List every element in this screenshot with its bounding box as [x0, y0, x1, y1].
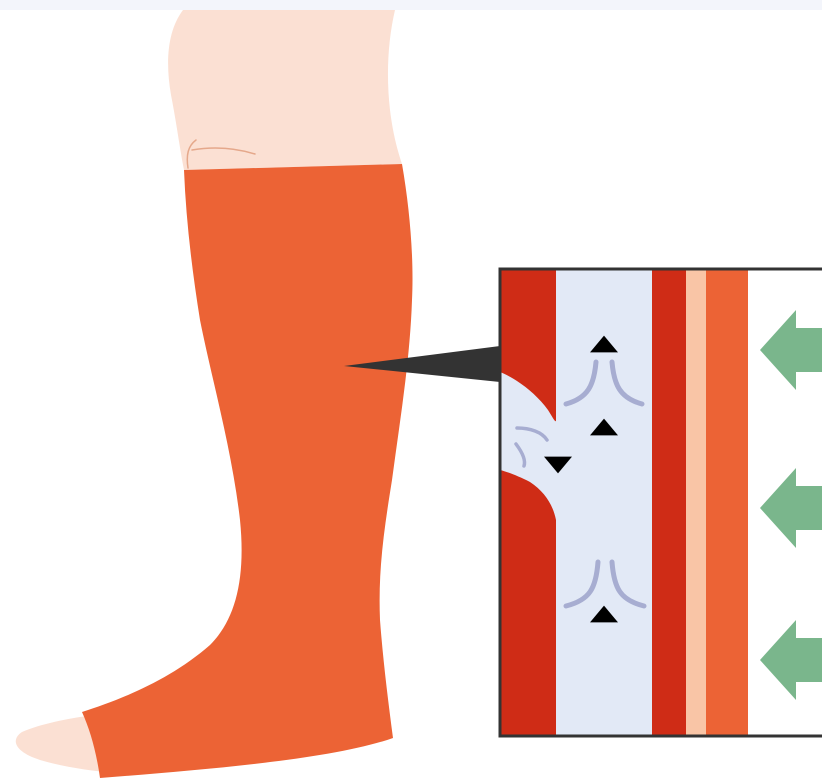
callout-pointer	[344, 346, 500, 382]
down-triangle-icon	[544, 456, 572, 474]
left-arrow-icon	[760, 468, 822, 548]
up-triangle-icon	[590, 418, 618, 436]
pressure-arrows	[760, 310, 822, 700]
left-arrow-icon	[760, 310, 822, 390]
fat-layer	[686, 269, 706, 736]
leg	[15, 10, 500, 778]
left-arrow-icon	[760, 620, 822, 700]
vein-wall-right	[652, 269, 686, 736]
leg-skin-upper	[168, 10, 402, 170]
valve-swirls	[514, 359, 647, 609]
inset-frame	[498, 267, 822, 738]
vein-inset	[498, 267, 822, 738]
stocking	[82, 164, 413, 778]
up-triangle-icon	[590, 605, 618, 623]
flow-arrows	[544, 335, 618, 623]
stocking-layer	[706, 269, 748, 736]
knee-crease	[186, 139, 256, 169]
top-band	[0, 0, 822, 10]
up-triangle-icon	[590, 335, 618, 353]
toes-skin	[15, 716, 106, 772]
